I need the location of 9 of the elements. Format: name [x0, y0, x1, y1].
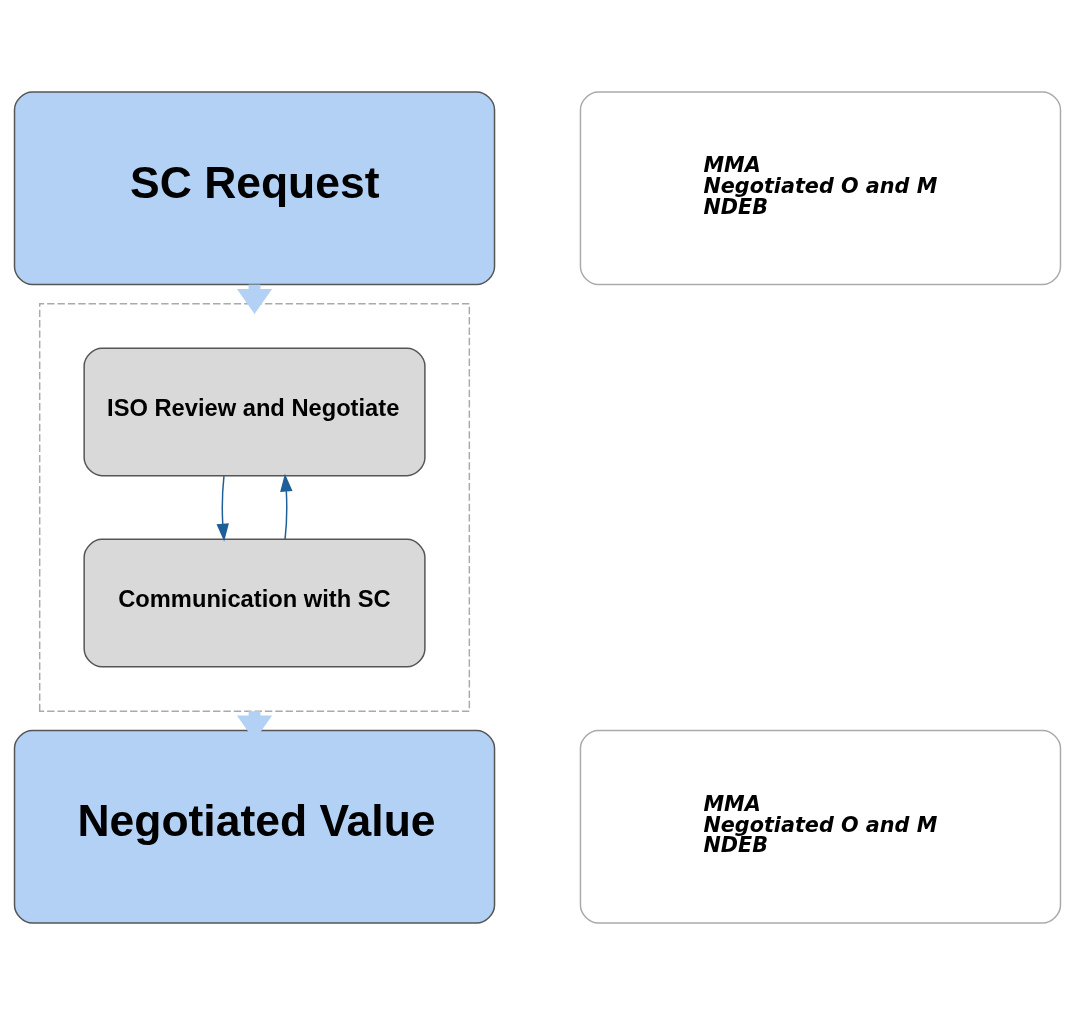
cluster — [38, 303, 471, 712]
arrow — [216, 475, 229, 542]
node-box: ISO Review and Negotiate — [83, 347, 426, 477]
arrow — [280, 473, 293, 540]
node-box: SC Request — [13, 91, 496, 286]
node-box: Negotiated Value — [13, 729, 496, 924]
node-box: MMA Negotiated O and M NDEB — [579, 729, 1062, 924]
node-box: MMA Negotiated O and M NDEB — [579, 91, 1062, 286]
node-box: Communication with SC — [83, 538, 426, 668]
